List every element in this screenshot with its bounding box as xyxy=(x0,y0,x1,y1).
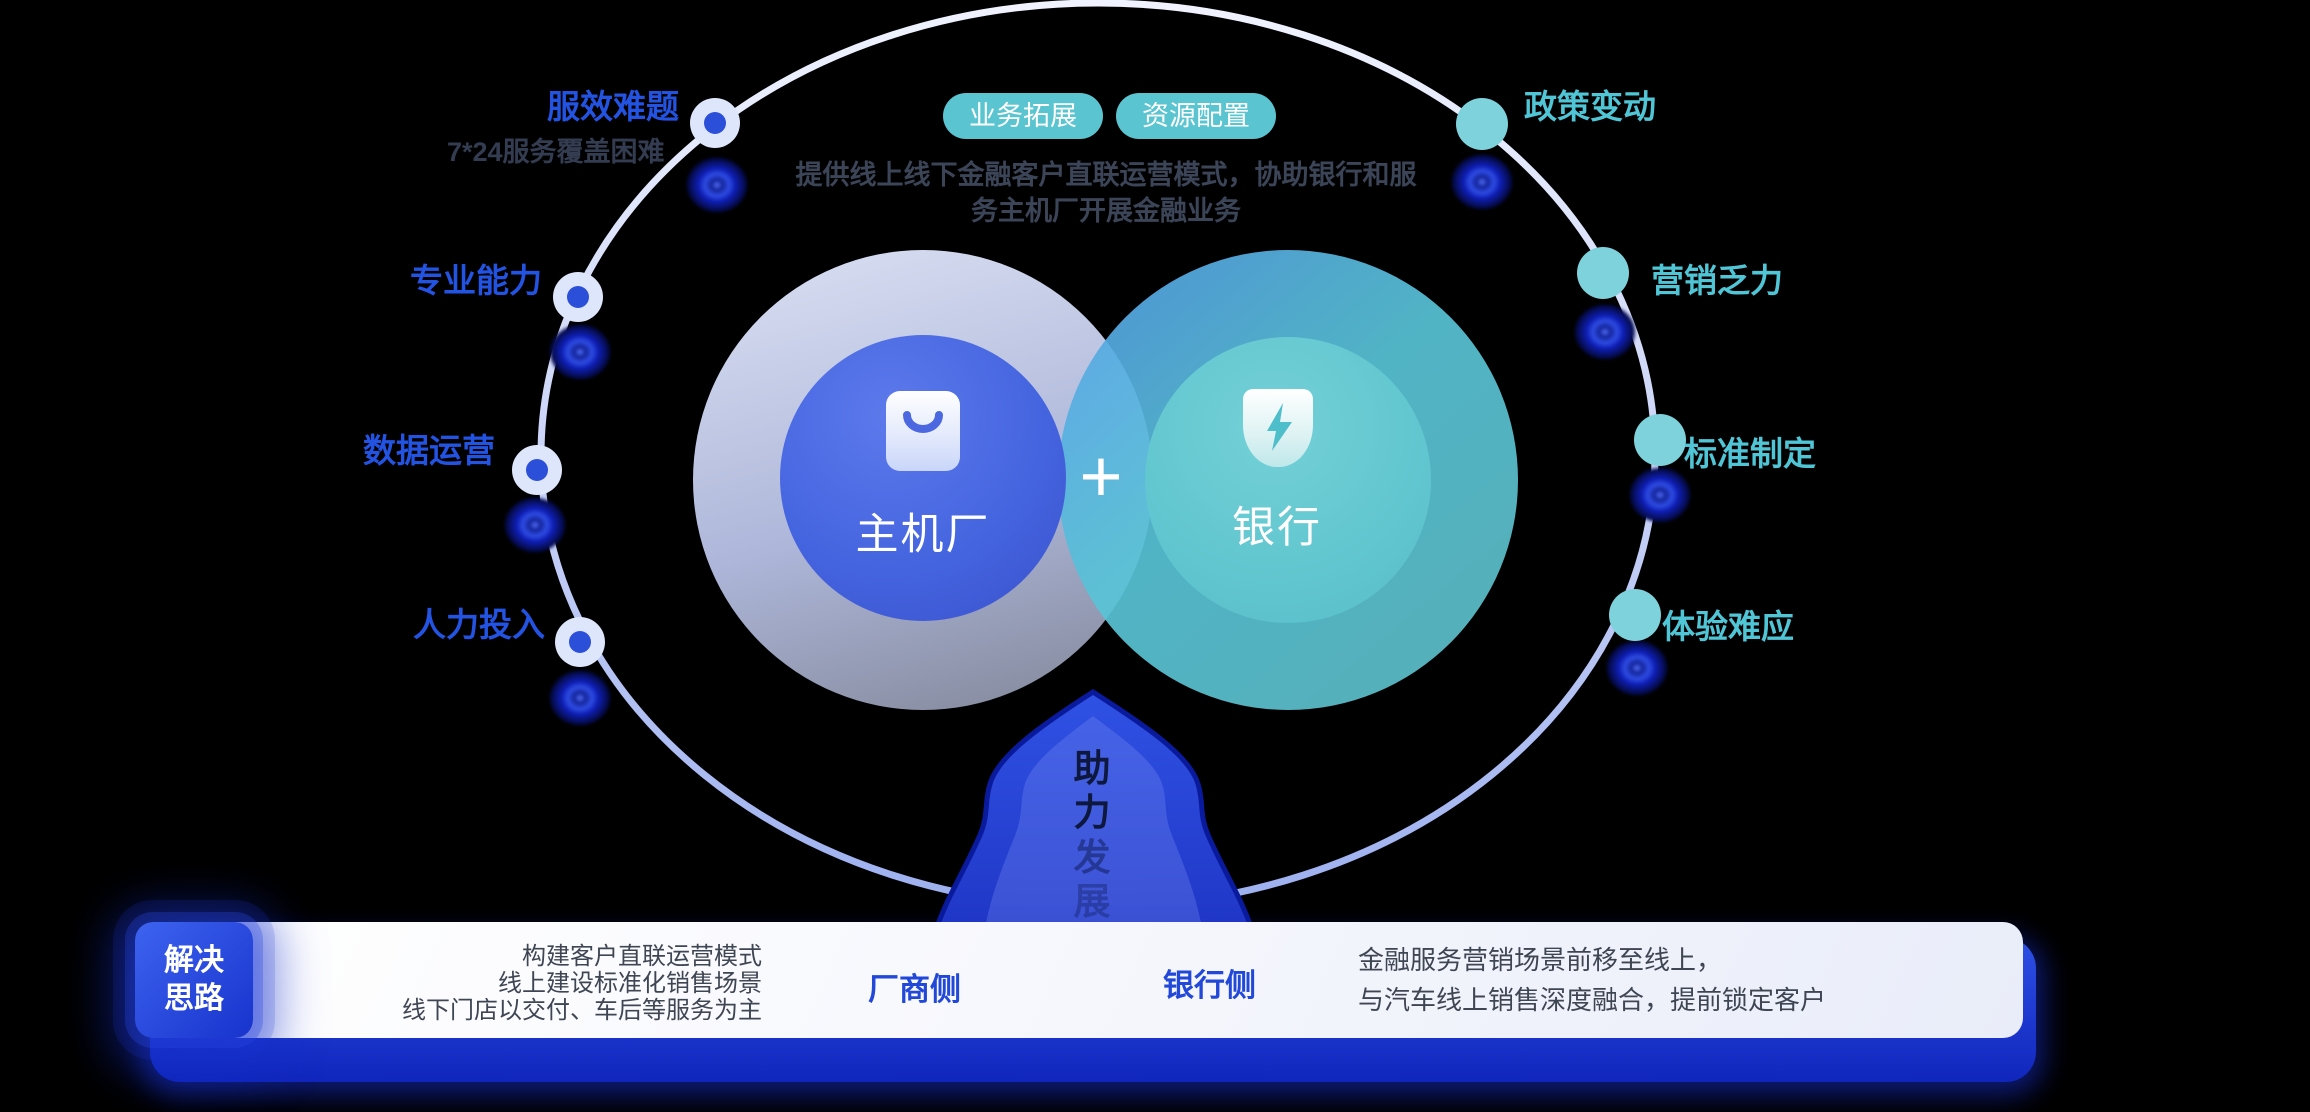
description-line2: 务主机厂开展金融业务 xyxy=(971,196,1241,226)
orbit-node-left-4 xyxy=(555,617,605,667)
factory-solution-text: 构建客户直联运营模式 线上建设标准化销售场景 线下门店以交付、车后等服务为主 xyxy=(400,943,762,1024)
arrow-char-1: 助 xyxy=(1073,748,1111,789)
bank-solution-text: 金融服务营销场景前移至线上， 与汽车线上销售深度融合，提前锁定客户 xyxy=(1358,940,1826,1020)
glow-blob xyxy=(548,669,612,727)
factory-solution-line1: 构建客户直联运营模式 xyxy=(522,943,762,970)
glow-blob xyxy=(1628,466,1692,524)
label-policy-change: 政策变动 xyxy=(1524,88,1656,125)
orbit-node-right-4 xyxy=(1609,589,1661,641)
label-service-efficiency: 服效难题 xyxy=(547,88,679,125)
label-experience-hard: 体验难应 xyxy=(1662,608,1794,645)
node-dot xyxy=(704,112,726,134)
glow-blob xyxy=(1573,303,1637,361)
arrow-char-2: 力 xyxy=(1073,792,1111,833)
glow-blob xyxy=(548,323,612,381)
badge-line2: 思路 xyxy=(164,982,224,1015)
label-data-operation: 数据运营 xyxy=(363,432,495,469)
node-dot xyxy=(526,459,548,481)
description-text: 提供线上线下金融客户直联运营模式，协助银行和服 务主机厂开展金融业务 xyxy=(776,157,1436,229)
shopping-bag-icon xyxy=(886,391,960,471)
bottom-bar xyxy=(160,922,2023,1038)
bank-solution-line2: 与汽车线上销售深度融合，提前锁定客户 xyxy=(1358,985,1827,1015)
arrow-char-4: 展 xyxy=(1073,881,1111,922)
orbit-node-right-3 xyxy=(1634,414,1686,466)
bank-side-label: 银行侧 xyxy=(1163,968,1256,1003)
orbit-node-right-2 xyxy=(1577,247,1629,299)
badge-line1: 解决 xyxy=(164,944,224,977)
shield-bolt-icon xyxy=(1243,389,1313,467)
label-service-efficiency-subtitle: 7*24服务覆盖困难 xyxy=(447,137,665,167)
label-professional-ability: 专业能力 xyxy=(410,262,542,299)
factory-solution-line3: 线下门店以交付、车后等服务为主 xyxy=(402,997,762,1024)
plus-sign: + xyxy=(1079,434,1123,518)
orbit-node-left-1 xyxy=(690,98,740,148)
node-dot xyxy=(567,286,589,308)
oem-inner-circle xyxy=(780,335,1066,621)
solution-badge: 解决 思路 xyxy=(135,922,253,1038)
label-marketing-weak: 营销乏力 xyxy=(1651,262,1783,299)
glow-blob xyxy=(685,156,749,214)
glow-blob xyxy=(1605,639,1669,697)
bank-inner-circle xyxy=(1145,337,1431,623)
orbit-node-left-3 xyxy=(512,445,562,495)
tag-business-expansion: 业务拓展 xyxy=(943,93,1103,139)
node-dot xyxy=(569,631,591,653)
factory-solution-line2: 线上建设标准化销售场景 xyxy=(498,970,762,997)
description-line1: 提供线上线下金融客户直联运营模式，协助银行和服 xyxy=(795,160,1417,190)
arrow-char-3: 发 xyxy=(1073,837,1111,878)
factory-side-label: 厂商侧 xyxy=(868,972,961,1007)
orbit-node-right-1 xyxy=(1456,98,1508,150)
oem-circle-label: 主机厂 xyxy=(855,511,991,559)
orbit-node-left-2 xyxy=(553,272,603,322)
label-manpower-input: 人力投入 xyxy=(413,606,545,643)
bank-circle-label: 银行 xyxy=(1232,504,1322,552)
label-standard-setting: 标准制定 xyxy=(1684,435,1816,472)
bank-solution-line1: 金融服务营销场景前移至线上， xyxy=(1358,945,1723,975)
glow-blob xyxy=(1450,153,1514,211)
tag-resource-allocation: 资源配置 xyxy=(1116,93,1276,139)
glow-blob xyxy=(503,496,567,554)
